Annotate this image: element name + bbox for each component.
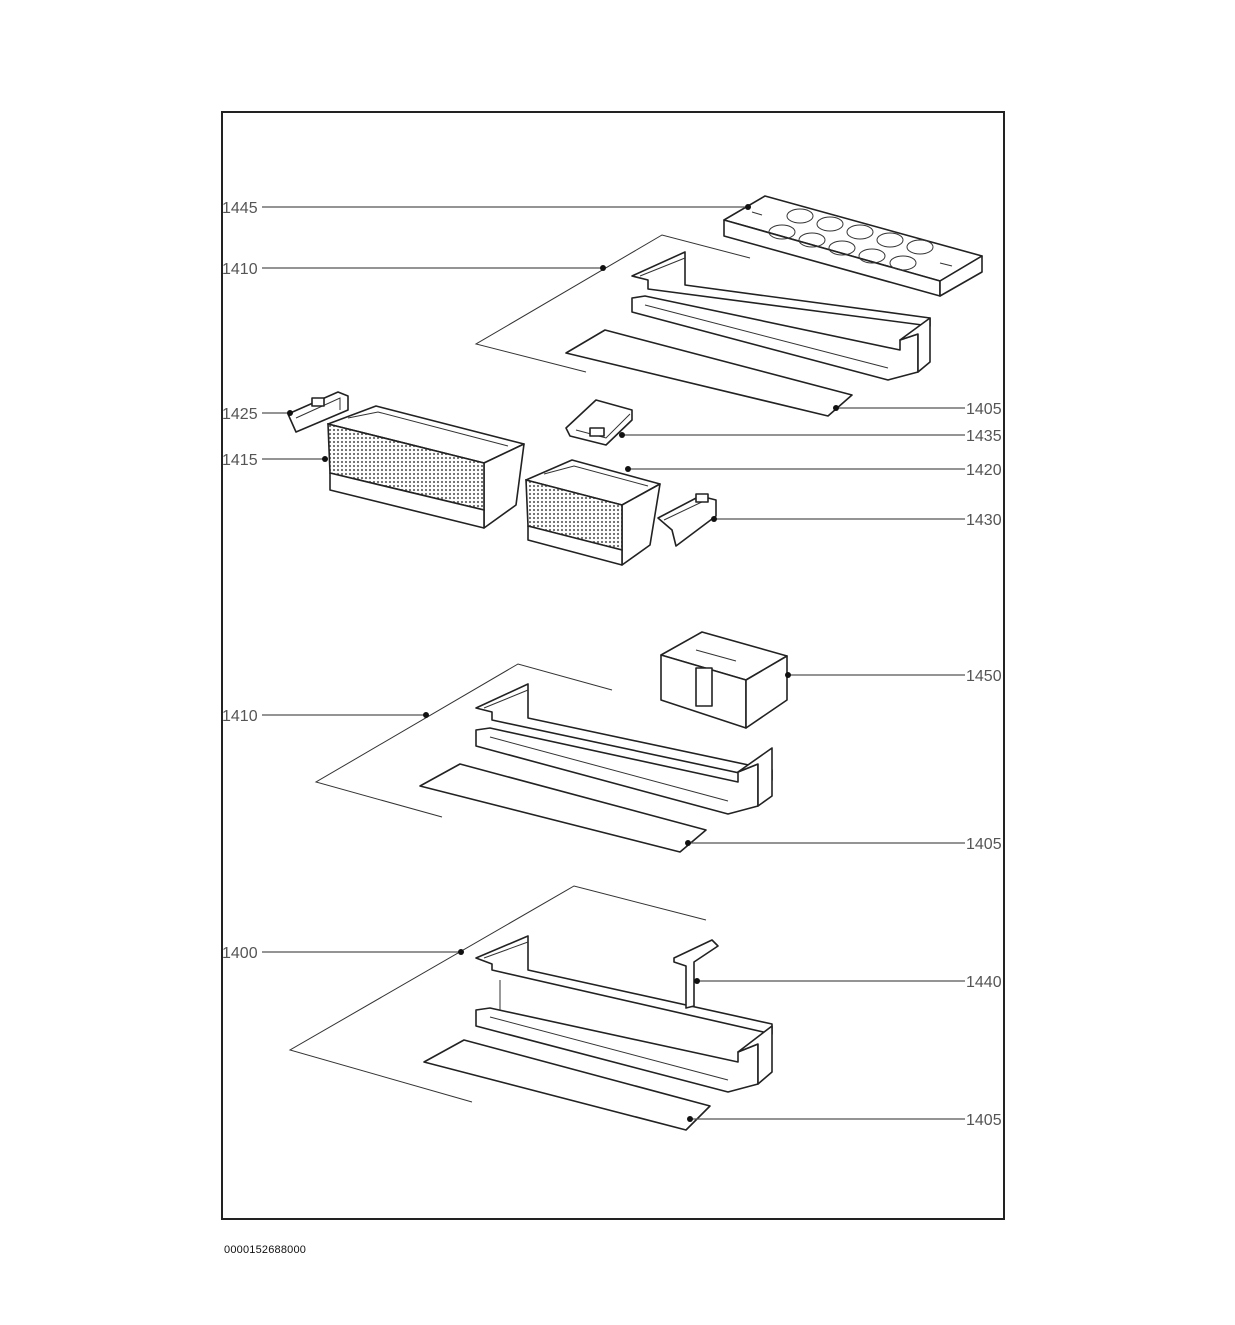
label-1440: 1440 — [966, 974, 1002, 991]
label-1405-c: 1405 — [966, 1112, 1002, 1129]
part-1410-middle-shelf — [314, 663, 773, 818]
label-1410-top: 1410 — [222, 261, 258, 278]
label-1445: 1445 — [222, 200, 258, 217]
label-1400: 1400 — [222, 945, 258, 962]
label-1415: 1415 — [222, 452, 258, 469]
label-1435: 1435 — [966, 428, 1002, 445]
part-1450-box — [660, 631, 788, 729]
label-1410-middle: 1410 — [222, 708, 258, 725]
part-1440-divider — [673, 939, 719, 1009]
part-1430-clip — [657, 493, 717, 547]
part-1405-glass-shelf-top — [565, 329, 853, 417]
label-1425: 1425 — [222, 406, 258, 423]
document-id: 0000152688000 — [224, 1244, 307, 1256]
diagram-frame — [221, 111, 1005, 1220]
part-1410-top-shelf — [474, 234, 931, 381]
label-1430: 1430 — [966, 512, 1002, 529]
part-1405-glass-shelf-bottom — [423, 1039, 711, 1131]
label-1450: 1450 — [966, 668, 1002, 685]
part-1420-small-drawer — [525, 459, 661, 566]
part-1400-bottom-shelf — [288, 885, 773, 1103]
label-1405-a: 1405 — [966, 401, 1002, 418]
part-1415-large-drawer — [327, 405, 525, 529]
part-1405-glass-shelf-middle — [419, 763, 707, 853]
part-1435-clip — [565, 399, 633, 446]
part-labels: 1445 1410 1425 1415 1405 1435 1420 1430 … — [222, 200, 1002, 1129]
leader-lines — [262, 204, 965, 1122]
part-1445-egg-tray — [723, 195, 983, 297]
part-1425-clip — [287, 391, 349, 433]
label-1405-b: 1405 — [966, 836, 1002, 853]
label-1420: 1420 — [966, 462, 1002, 479]
